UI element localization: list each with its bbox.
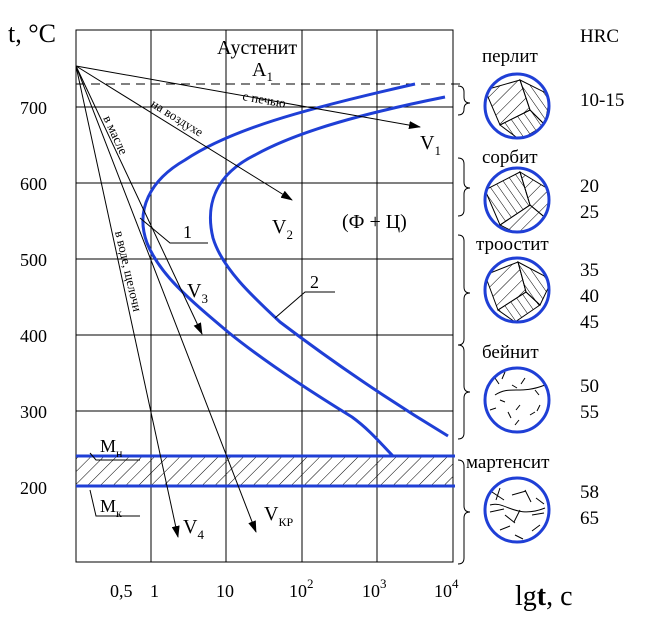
curve-1-leader: [139, 217, 208, 244]
x-tick-1000: 103: [362, 576, 387, 601]
martensite-band: [76, 454, 455, 488]
x-tick-1: 1: [150, 581, 159, 601]
y-tick-600: 600: [20, 174, 47, 194]
water-label: в воде, щелочи: [112, 229, 145, 313]
hrc-bainite-1: 50: [580, 376, 599, 397]
sorbite-micrograph: [483, 166, 551, 234]
y-tick-500: 500: [20, 250, 47, 270]
curve-2-end: [208, 95, 449, 438]
cooling-curves: [75, 65, 421, 538]
structure-braces: [457, 85, 471, 565]
hrc-sorbite-1: 20: [580, 176, 599, 197]
bainite-label: бейнит: [482, 342, 539, 363]
austenite-label: Аустенит: [217, 37, 297, 59]
bainite-micrograph: [483, 366, 551, 434]
y-axis-label: t, °C: [8, 19, 56, 48]
curve-2-label: 2: [310, 272, 319, 292]
x-tick-10: 10: [216, 581, 234, 601]
vkr-label: VКР: [264, 503, 293, 529]
troostite-micrograph: [483, 256, 551, 324]
x-tick-10000: 104: [434, 576, 459, 601]
x-tick-labels: 0,5 1 10 102 103 104: [110, 576, 459, 601]
perlite-label: перлит: [482, 46, 539, 67]
mn-leader: [89, 452, 140, 461]
mk-leader: [89, 489, 140, 517]
x-tick-0-5: 0,5: [110, 581, 133, 601]
y-tick-400: 400: [20, 326, 47, 346]
x-axis-label: lgt, с: [515, 581, 573, 612]
y-tick-300: 300: [20, 402, 47, 422]
hrc-troostite-1: 35: [580, 260, 599, 281]
troostite-label: троостит: [476, 234, 549, 255]
oil-label: в масле: [100, 113, 131, 157]
hrc-troostite-3: 45: [580, 312, 599, 333]
structure-names: перлит сорбит троостит бейнит мартенсит: [466, 46, 550, 473]
hrc-troostite-2: 40: [580, 286, 599, 307]
v1-label: V1: [420, 132, 441, 158]
mk-label: Mк: [100, 496, 122, 520]
martensite-label: мартенсит: [466, 452, 550, 473]
v4-label: V4: [183, 516, 204, 542]
hrc-perlite: 10-15: [580, 90, 624, 111]
y-tick-labels: 700 600 500 400 300 200: [20, 98, 47, 498]
hrc-bainite-2: 55: [580, 402, 599, 423]
hrc-martensite-1: 58: [580, 482, 599, 503]
perlite-micrograph: [483, 72, 551, 140]
y-tick-200: 200: [20, 478, 47, 498]
hrc-values: HRC 10-15 20 25 35 40 45 50 55 58 65: [580, 26, 624, 529]
curve-1-start: [141, 82, 416, 458]
sorbite-label: сорбит: [482, 147, 538, 168]
air-label: на воздухе: [148, 96, 206, 140]
v2-label: V2: [272, 216, 293, 242]
hrc-martensite-2: 65: [580, 508, 599, 529]
a1-label: A1: [252, 59, 273, 84]
v3-label: V3: [187, 280, 208, 306]
y-tick-700: 700: [20, 98, 47, 118]
curve-2-leader: [274, 291, 335, 319]
x-tick-100: 102: [289, 576, 314, 601]
hrc-sorbite-2: 25: [580, 202, 599, 223]
ferrite-cementite-label: (Ф + Ц): [342, 211, 407, 233]
mn-label: Mн: [100, 436, 123, 460]
hrc-header: HRC: [580, 26, 619, 47]
curve-1-label: 1: [183, 222, 192, 242]
martensite-micrograph: [483, 476, 551, 544]
